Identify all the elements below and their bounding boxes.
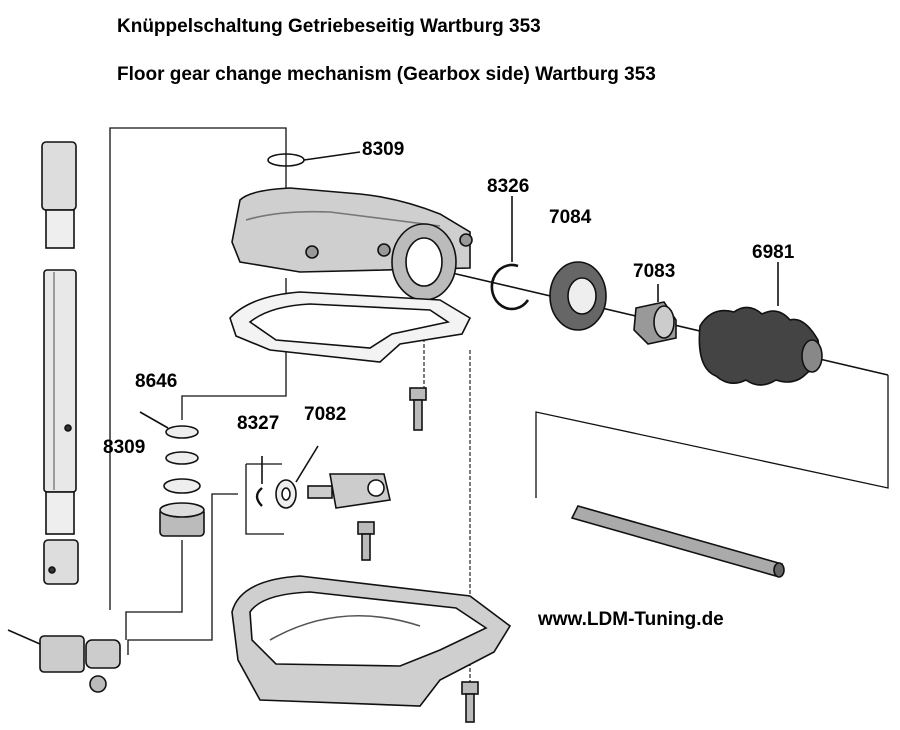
part-label: 8646 [135,371,178,392]
bolts [357,387,479,723]
selector-fork [307,473,391,509]
title-english: Floor gear change mechanism (Gearbox sid… [117,64,656,85]
part-label: 8326 [487,176,530,197]
part-label: 7082 [304,404,347,425]
website-link[interactable]: www.LDM-Tuning.de [538,609,724,630]
part-label: 8327 [237,413,280,434]
part-label: 7084 [549,207,592,228]
shift-rod-assembly [41,141,79,585]
gearbox-cover [231,187,473,301]
part-label: 8309 [103,437,146,458]
part-label: 6981 [752,242,795,263]
part-label: 7083 [633,261,676,282]
title-german: Knüppelschaltung Getriebeseitig Wartburg… [117,16,541,37]
part-label: 8309 [362,139,405,160]
lever-joint [7,629,121,693]
